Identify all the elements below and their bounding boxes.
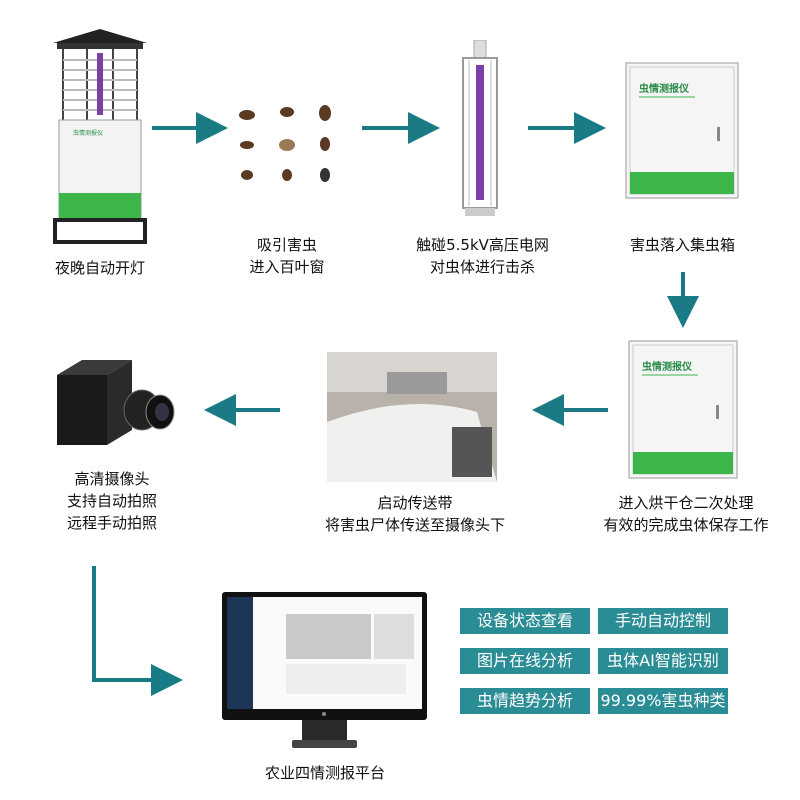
insects-image <box>232 100 342 190</box>
feature-tag-image-analysis: 图片在线分析 <box>460 648 590 674</box>
step-caption-2: 吸引害虫 进入百叶窗 <box>249 236 325 276</box>
feature-tag-pest-species: 99.99%害虫种类 <box>598 688 728 714</box>
feature-tag-device-status: 设备状态查看 <box>460 608 590 634</box>
platform-monitor-image <box>222 592 427 757</box>
drying-box-image: 虫情测报仪 <box>628 340 738 480</box>
insect-trap-tower-image: 虫情测报仪 <box>45 25 155 245</box>
feature-tag-ai-identification: 虫体AI智能识别 <box>598 648 728 674</box>
step-caption-7: 高清摄像头 支持自动拍照 远程手动拍照 <box>66 470 157 532</box>
collection-box-image: 虫情测报仪 <box>625 62 740 200</box>
step-caption-3: 触碰5.5kV高压电网 对虫体进行击杀 <box>416 236 549 276</box>
step-caption-6: 启动传送带 将害虫尸体传送至摄像头下 <box>324 494 505 534</box>
feature-tag-trend-analysis: 虫情趋势分析 <box>460 688 590 714</box>
svg-text:虫情测报仪: 虫情测报仪 <box>642 360 693 373</box>
hd-camera-image <box>52 355 177 455</box>
svg-text:虫情测报仪: 虫情测报仪 <box>73 129 103 137</box>
step-caption-4: 害虫落入集虫箱 <box>629 236 735 254</box>
arrow-7 <box>92 566 183 696</box>
electric-grid-lamp-image <box>455 40 505 220</box>
step-caption-8: 农业四情测报平台 <box>264 764 385 782</box>
step-caption-5: 进入烘干仓二次处理 有效的完成虫体保存工作 <box>603 494 769 534</box>
svg-text:虫情测报仪: 虫情测报仪 <box>639 82 690 95</box>
conveyor-belt-image <box>327 352 497 482</box>
step-caption-1: 夜晚自动开灯 <box>54 259 145 277</box>
feature-tag-manual-auto-control: 手动自动控制 <box>598 608 728 634</box>
